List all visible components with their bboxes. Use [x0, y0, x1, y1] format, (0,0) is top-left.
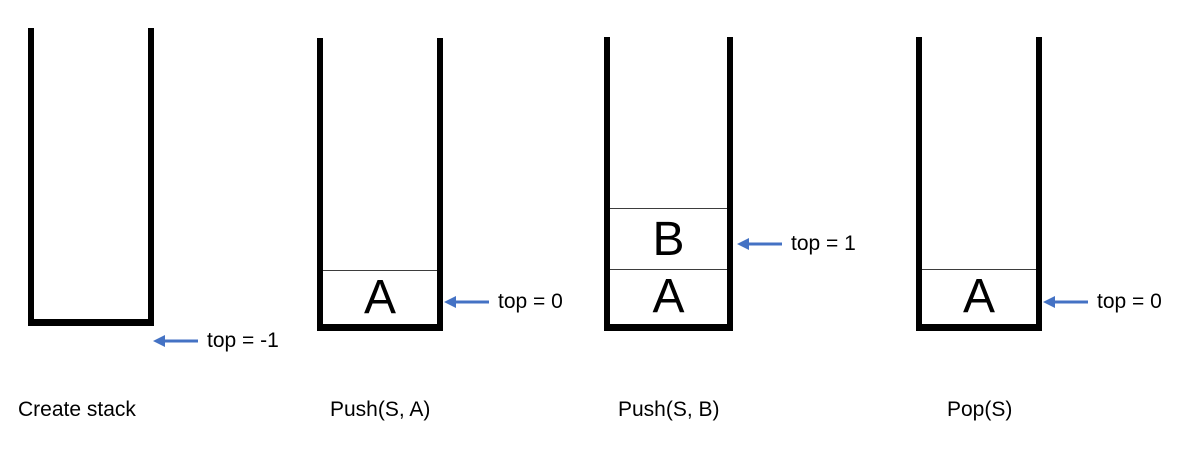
left-arrow-icon: [737, 238, 782, 250]
stack-vessel-push-a: A: [317, 38, 443, 331]
top-pointer-label: top = 0: [1097, 290, 1162, 313]
left-arrow-icon: [1043, 296, 1088, 308]
stack-vessel-push-b: B A: [604, 37, 733, 331]
stack-vessel-create: [28, 28, 154, 326]
left-arrow-icon: [444, 296, 489, 308]
operation-caption-push-a: Push(S, A): [330, 398, 431, 421]
top-pointer-push-b: top = 1: [737, 233, 856, 255]
cell-letter: A: [962, 270, 995, 323]
stack-vessel-pop: A: [916, 37, 1042, 331]
stack-cell: A: [922, 269, 1036, 324]
top-pointer-pop: top = 0: [1043, 291, 1162, 313]
cell-letter: A: [363, 270, 396, 324]
top-pointer-create: top = -1: [153, 330, 279, 352]
operation-caption-push-b: Push(S, B): [618, 398, 720, 421]
left-arrow-icon: [153, 335, 198, 347]
operation-caption-create: Create stack: [18, 398, 136, 421]
top-pointer-push-a: top = 0: [444, 291, 563, 313]
top-pointer-label: top = -1: [207, 329, 279, 352]
stack-cell: B: [610, 208, 727, 270]
operation-caption-pop: Pop(S): [947, 398, 1013, 421]
stack-cell: A: [610, 269, 727, 324]
cell-letter: A: [652, 270, 685, 323]
top-pointer-label: top = 1: [791, 232, 856, 255]
cell-letter: B: [652, 212, 685, 266]
stack-cell: A: [323, 270, 437, 324]
top-pointer-label: top = 0: [498, 290, 563, 313]
